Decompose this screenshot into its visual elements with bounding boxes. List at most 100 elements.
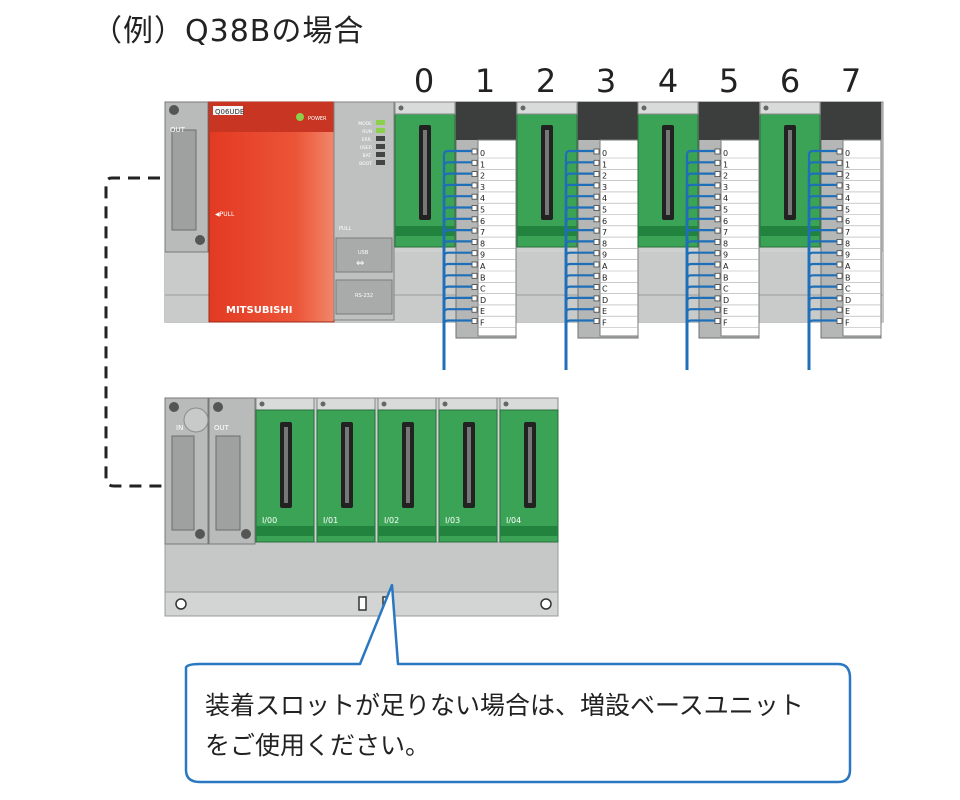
terminal-label: 6: [723, 217, 728, 226]
cpu-led-label: MODE: [358, 121, 372, 127]
terminal-label: 1: [845, 160, 850, 169]
terminal-label: A: [845, 262, 851, 271]
callout-line-1: 装着スロットが足りない場合は、増設ベースユニット: [205, 691, 804, 720]
terminal-label: 0: [480, 149, 485, 158]
extension-base-unit: IN OUT I/00 I/01 I/02 I/03 I/04: [164, 397, 559, 617]
in-label: IN: [176, 424, 183, 432]
terminal-label: 3: [480, 183, 485, 192]
terminal-label: 0: [845, 149, 850, 158]
power-out-label: OUT: [170, 126, 186, 134]
cpu-brand-label: MITSUBISHI: [226, 305, 292, 316]
extension-slot-label: I/02: [384, 516, 399, 525]
terminal-label: 4: [723, 194, 728, 203]
cpu-led-label: ERR.: [362, 137, 372, 143]
terminal-label: 9: [602, 251, 607, 260]
slot-number: 1: [475, 62, 495, 100]
pull-label: ◀PULL: [215, 211, 235, 218]
terminal-label: 0: [723, 149, 728, 158]
terminal-label: A: [723, 262, 729, 271]
terminal-label: 7: [723, 228, 728, 237]
slot-number: 5: [719, 62, 739, 100]
terminal-label: 7: [602, 228, 607, 237]
terminal-label: 2: [480, 172, 485, 181]
slot-number: 2: [536, 62, 556, 100]
terminal-label: 8: [480, 239, 485, 248]
terminal-label: B: [723, 273, 729, 282]
terminal-label: 5: [845, 206, 850, 215]
wiring-bundle: [685, 149, 715, 370]
main-base-unit: OUT Q06UDE POWER ◀PULL MITSUBISHI MODE RU…: [164, 101, 884, 370]
callout-text: 装着スロットが足りない場合は、増設ベースユニット をご使用ください。: [205, 686, 845, 766]
terminal-label: B: [480, 273, 486, 282]
terminal-label: D: [480, 296, 486, 305]
slot-number: 4: [658, 62, 678, 100]
power-supply-module: OUT: [164, 101, 209, 253]
terminal-label: 2: [845, 172, 850, 181]
terminal-label: D: [723, 296, 729, 305]
callout-bubble: [184, 583, 852, 784]
terminal-label: 1: [602, 160, 607, 169]
terminal-label: F: [602, 319, 607, 328]
terminal-label: B: [602, 273, 608, 282]
terminal-label: 3: [602, 183, 607, 192]
terminal-label: 2: [723, 172, 728, 181]
extension-out-connector: OUT: [208, 397, 256, 545]
terminal-label: 4: [845, 194, 850, 203]
extension-slot-label: I/04: [506, 516, 521, 525]
terminal-label: 1: [723, 160, 728, 169]
cpu-led-label: RUN: [362, 129, 372, 135]
out-label: OUT: [214, 424, 230, 432]
terminal-label: 3: [723, 183, 728, 192]
extension-slot-module: I/02: [377, 397, 437, 543]
extension-slot-label: I/01: [323, 516, 338, 525]
terminal-label: 4: [602, 194, 607, 203]
terminal-label: B: [845, 273, 851, 282]
terminal-label: 7: [480, 228, 485, 237]
extension-slot-label: I/03: [445, 516, 460, 525]
terminal-label: 0: [602, 149, 607, 158]
terminal-label: E: [480, 307, 485, 316]
terminal-label: 4: [480, 194, 485, 203]
terminal-label: 8: [845, 239, 850, 248]
terminal-label: F: [845, 319, 850, 328]
terminal-label: E: [602, 307, 607, 316]
terminal-label: E: [845, 307, 850, 316]
terminal-label: 5: [480, 206, 485, 215]
cpu-led: [376, 136, 385, 141]
cpu-led-label: BAT.: [363, 153, 372, 159]
terminal-label: C: [723, 285, 729, 294]
cpu-led: [376, 120, 385, 125]
power-led-label: POWER: [308, 116, 327, 122]
callout-line-2: をご使用ください。: [205, 731, 431, 760]
terminal-label: 6: [480, 217, 485, 226]
extension-slot-label: I/00: [262, 516, 277, 525]
terminal-label: 3: [845, 183, 850, 192]
cpu-led: [376, 144, 385, 149]
cpu-led: [376, 128, 385, 133]
wiring-bundle: [564, 149, 594, 370]
terminal-label: 6: [602, 217, 607, 226]
terminal-label: F: [480, 319, 485, 328]
extension-slot-module: I/00: [255, 397, 315, 543]
cpu-model-label: Q06UDE: [215, 108, 244, 116]
terminal-label: 5: [602, 206, 607, 215]
extension-cable: [104, 176, 165, 488]
terminal-label: 2: [602, 172, 607, 181]
cpu-led-label: BOOT: [359, 161, 372, 167]
terminal-label: 1: [480, 160, 485, 169]
extension-slot-module: I/04: [499, 397, 559, 543]
extension-slot-module: I/01: [316, 397, 376, 543]
terminal-label: A: [602, 262, 608, 271]
terminal-label: 9: [480, 251, 485, 260]
cpu-pull-label: PULL: [339, 226, 351, 232]
svg-text:⇔: ⇔: [356, 258, 364, 269]
terminal-label: C: [480, 285, 486, 294]
terminal-label: F: [723, 319, 728, 328]
slot-number: 0: [414, 62, 434, 100]
